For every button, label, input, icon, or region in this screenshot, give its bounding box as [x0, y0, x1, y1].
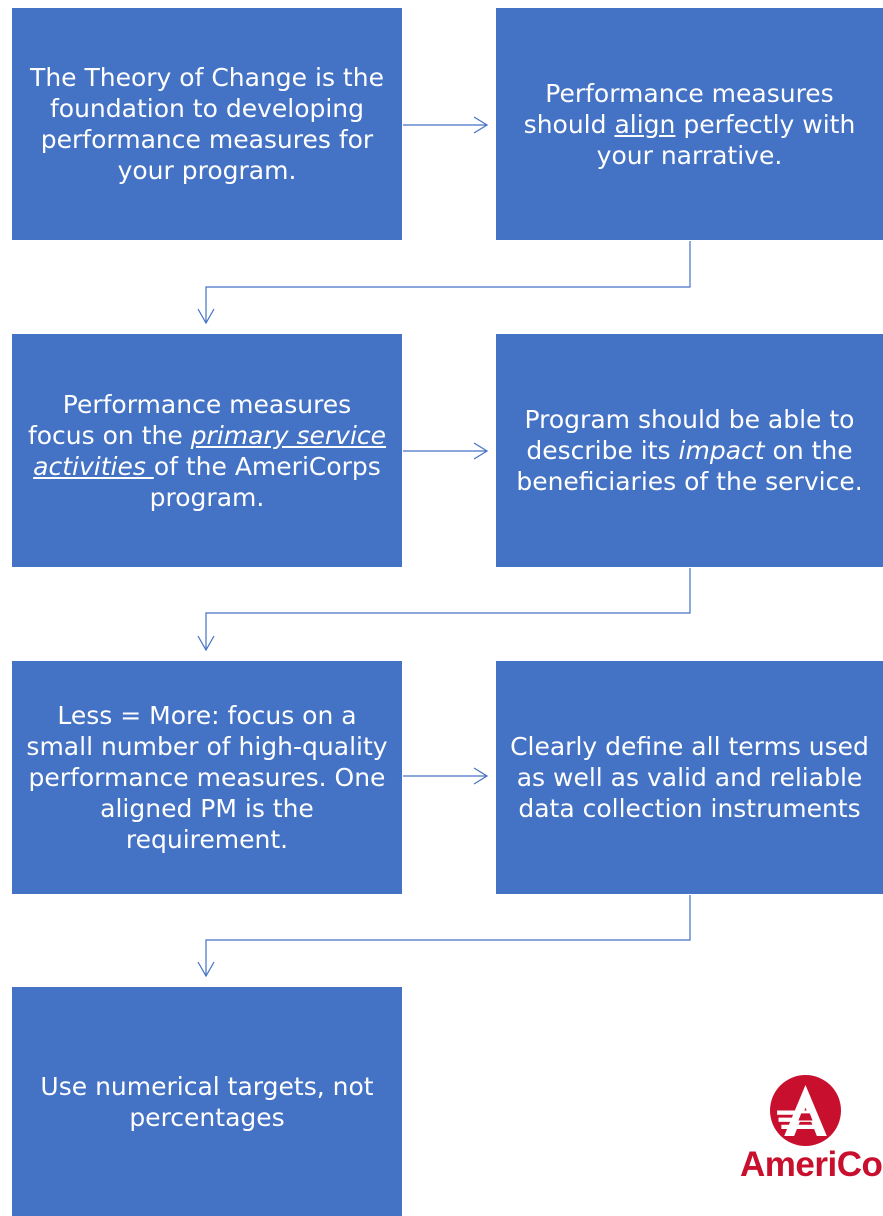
- connector-arrow-row3: [403, 767, 489, 785]
- box-align-narrative: Performance measures should align perfec…: [496, 8, 883, 240]
- box-primary-service-activities-text: Performance measures focus on the primar…: [26, 389, 388, 513]
- box-numerical-targets-text: Use numerical targets, not percentages: [26, 1071, 388, 1133]
- box-text-part: Program should be able to describe its: [524, 405, 855, 465]
- americorps-emblem-icon: [770, 1075, 841, 1146]
- box-define-terms: Clearly define all terms used as well as…: [496, 661, 883, 894]
- box-text-part: primary service activities: [33, 420, 387, 481]
- connector-arrow-row2: [403, 442, 489, 460]
- box-numerical-targets: Use numerical targets, not percentages: [12, 987, 402, 1216]
- americorps-wordmark: AmeriCorps: [740, 1145, 883, 1184]
- box-text-part: Performance measures focus on the: [27, 389, 352, 450]
- box-less-is-more: Less = More: focus on a small number of …: [12, 661, 402, 894]
- box-align-narrative-text: Performance measures should align perfec…: [510, 78, 869, 171]
- box-text-part: The Theory of Change is the foundation t…: [30, 63, 384, 185]
- box-text-part: Clearly define all terms used as well as…: [510, 732, 869, 823]
- connector-elbow-1-to-2: [197, 241, 691, 325]
- americorps-logo: AmeriCorps: [740, 1075, 883, 1185]
- box-text-part: Less = More: focus on a small number of …: [26, 701, 388, 854]
- box-define-terms-text: Clearly define all terms used as well as…: [510, 731, 869, 824]
- box-text-part: perfectly with your narrative.: [596, 109, 856, 170]
- box-text-part: Use numerical targets, not percentages: [40, 1071, 374, 1132]
- box-text-part: align: [614, 109, 676, 139]
- box-primary-service-activities: Performance measures focus on the primar…: [12, 334, 402, 567]
- box-text-part: impact: [678, 436, 765, 465]
- box-describe-impact: Program should be able to describe its i…: [496, 334, 883, 567]
- box-describe-impact-text: Program should be able to describe its i…: [510, 404, 869, 497]
- box-text-part: on the beneficiaries of the service.: [516, 436, 863, 496]
- box-theory-of-change: The Theory of Change is the foundation t…: [12, 8, 402, 240]
- box-theory-of-change-text: The Theory of Change is the foundation t…: [26, 62, 388, 186]
- connector-arrow-row1: [403, 116, 489, 134]
- box-text-part: of the AmeriCorps program.: [149, 451, 381, 512]
- box-less-is-more-text: Less = More: focus on a small number of …: [26, 700, 388, 855]
- box-text-part: Performance measures should: [523, 78, 834, 139]
- connector-elbow-2-to-3: [197, 568, 691, 652]
- connector-elbow-3-to-4: [197, 895, 691, 978]
